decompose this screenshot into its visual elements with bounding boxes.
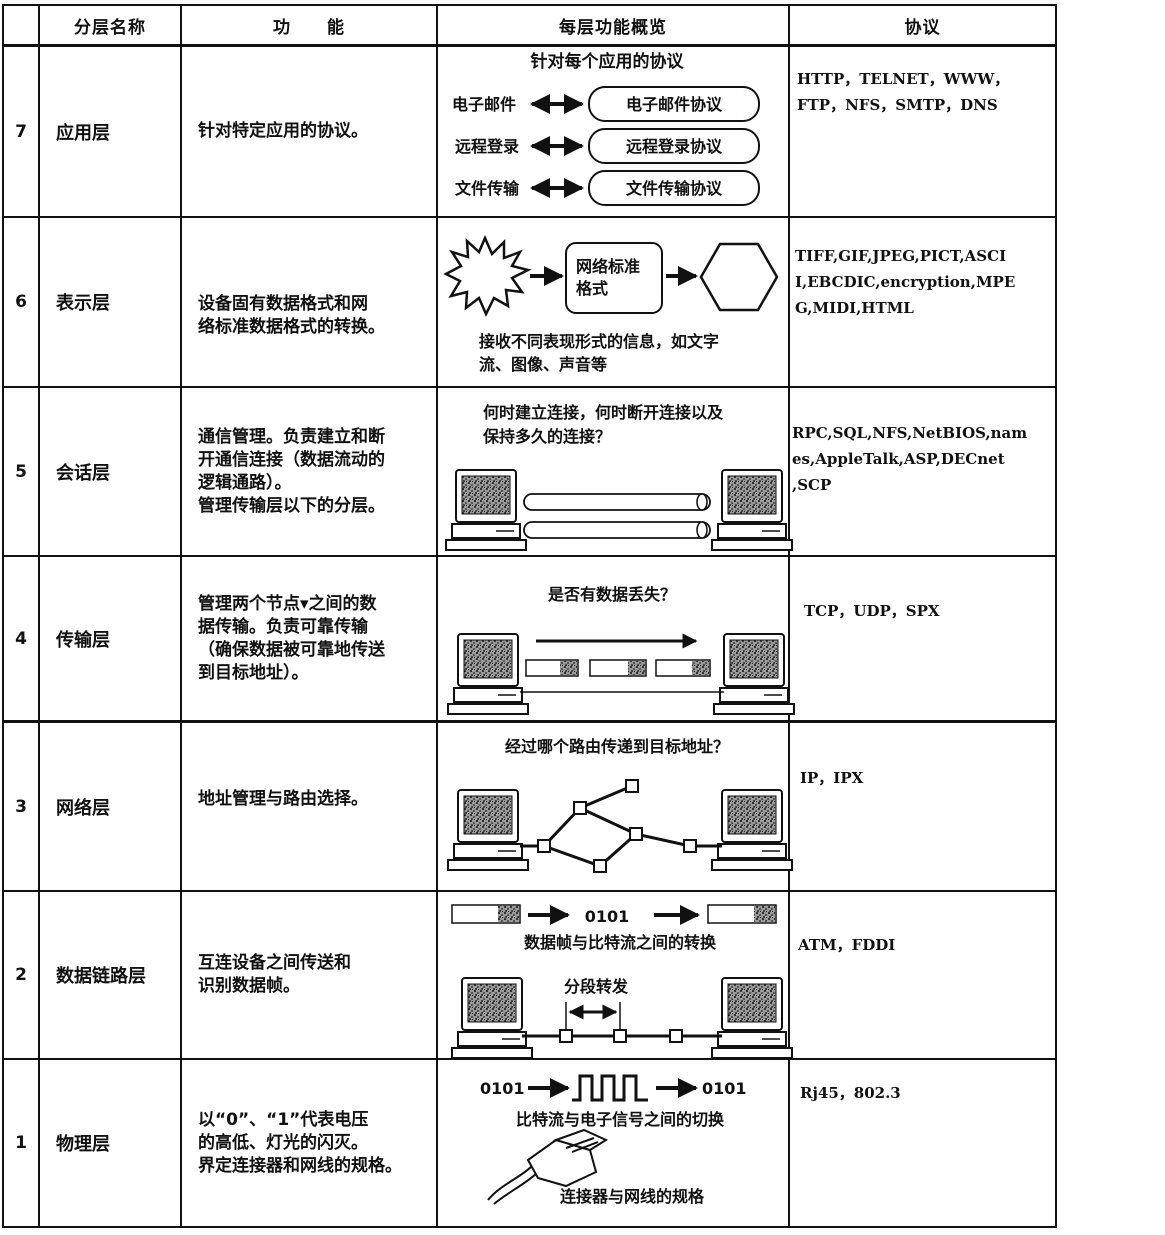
l1-caption: 比特流与电子信号之间的切换 — [516, 1110, 725, 1129]
l6-caption-line2: 流、图像、声音等 — [479, 355, 607, 374]
layer-number: 3 — [15, 796, 27, 817]
l7-right-label: 文件传输协议 — [626, 179, 723, 198]
layer-name: 物理层 — [56, 1134, 110, 1155]
packet-icon — [589, 659, 647, 677]
layer-function: 以“0”、“1”代表电压 的高低、灯光的闪灭。 界定连接器和网线的规格。 — [198, 1109, 402, 1176]
row-divider — [2, 890, 1057, 892]
layer-name: 网络层 — [56, 797, 110, 819]
l6-box-line1: 网络标准 — [576, 257, 640, 276]
pipe-icon — [523, 521, 711, 539]
header-layer-name: 分层名称 — [74, 17, 146, 38]
l6-box-line2: 格式 — [576, 279, 608, 298]
pipe-icon — [523, 493, 711, 511]
table-border-top — [2, 4, 1057, 6]
layer-name: 数据链路层 — [56, 966, 146, 987]
layer-function: 互连设备之间传送和 识别数据帧。 — [198, 953, 351, 996]
l7-caption: 针对每个应用的协议 — [531, 51, 685, 72]
link-node — [559, 1029, 683, 1043]
l7-right-label: 电子邮件协议 — [626, 95, 723, 114]
frame-icon — [707, 904, 777, 924]
l1-bits-left: 0101 — [480, 1079, 525, 1098]
header-protocol: 协议 — [904, 17, 941, 38]
row-divider — [2, 386, 1057, 388]
layer-number: 7 — [15, 121, 27, 142]
l5-caption-line2: 保持多久的连接？ — [482, 427, 611, 446]
computer-icon — [711, 789, 793, 871]
hexagon-icon — [699, 242, 779, 312]
l7-protocol-box — [588, 170, 760, 206]
layer-function: 设备固有数据格式和网 络标准数据格式的转换。 — [198, 294, 385, 337]
square-wave-icon — [572, 1074, 648, 1102]
header-overview: 每层功能概览 — [559, 17, 667, 38]
layer-number: 4 — [15, 628, 27, 649]
table-border-right — [1055, 4, 1057, 1228]
layer-protocols: TCP，UDP，SPX — [804, 602, 940, 620]
l4-caption: 是否有数据丢失？ — [547, 585, 676, 604]
layer-function: 针对特定应用的协议。 — [198, 121, 368, 141]
layer-number: 6 — [15, 292, 27, 312]
layer-protocols: Rj45，802.3 — [800, 1084, 901, 1102]
l5-caption-line1: 何时建立连接，何时断开连接以及 — [483, 403, 724, 422]
col-divider — [38, 4, 40, 1228]
packet-icon — [525, 659, 579, 677]
table-border-left — [2, 4, 4, 1228]
computer-icon — [445, 469, 527, 551]
header-divider — [2, 44, 1057, 47]
l6-caption-line1: 接收不同表现形式的信息，如文字 — [479, 332, 719, 351]
header-function: 功 能 — [273, 17, 345, 38]
row-divider — [2, 720, 1057, 723]
l3-caption: 经过哪个路由传递到目标地址？ — [505, 737, 729, 756]
l1-bits-right: 0101 — [702, 1079, 747, 1098]
col-divider — [180, 4, 182, 1228]
l2-bits: 0101 — [585, 907, 630, 926]
l7-left-label: 远程登录 — [455, 137, 519, 156]
layer-name: 传输层 — [56, 629, 110, 651]
layer-protocols: TIFF,GIF,JPEG,PICT,ASCI I,EBCDIC,encrypt… — [795, 247, 1016, 317]
col-divider — [788, 4, 790, 1228]
rj45-connector-icon — [487, 1128, 609, 1205]
layer-name: 会话层 — [56, 462, 110, 484]
layer-function: 通信管理。负责建立和断 开通信连接（数据流动的 逻辑通路）。 管理传输层以下的分… — [198, 426, 385, 516]
computer-icon — [711, 977, 793, 1059]
layer-protocols: ATM，FDDI — [798, 936, 896, 954]
table-border-bottom — [2, 1226, 1057, 1228]
l7-left-label: 文件传输 — [455, 179, 520, 198]
computer-icon — [711, 469, 793, 551]
l7-row-email: 电子邮件 电子邮件协议 — [452, 86, 760, 122]
layer-function: 管理两个节点▾之间的数 据传输。负责可靠传输 （确保数据被可靠地传送 到目标地址… — [198, 593, 385, 683]
frame-icon — [451, 904, 521, 924]
layer-protocols: RPC,SQL,NFS,NetBIOS,nam es,AppleTalk,ASP… — [792, 424, 1028, 494]
layer-number: 5 — [15, 461, 27, 482]
col-divider — [436, 4, 438, 1228]
row-divider — [2, 1058, 1057, 1060]
l7-right-label: 远程登录协议 — [626, 137, 723, 156]
layer-function: 地址管理与路由选择。 — [198, 789, 368, 809]
computer-icon — [447, 633, 529, 715]
l7-left-label: 电子邮件 — [452, 95, 516, 114]
layer-name: 应用层 — [56, 122, 110, 144]
l2-segment-label: 分段转发 — [564, 977, 629, 996]
layer-name: 表示层 — [56, 293, 110, 314]
computer-icon — [451, 977, 533, 1059]
l6-standard-format-box — [565, 242, 663, 314]
packet-icon — [655, 659, 711, 677]
l1-connector-caption: 连接器与网线的规格 — [560, 1187, 705, 1206]
l7-protocol-box — [588, 86, 760, 122]
layer-protocols: IP，IPX — [800, 769, 864, 787]
router-node — [537, 779, 697, 873]
computer-icon — [713, 633, 795, 715]
layer-number: 2 — [15, 965, 27, 985]
computer-icon — [447, 789, 529, 871]
layer-protocols: HTTP，TELNET，WWW， FTP，NFS，SMTP，DNS — [797, 70, 1010, 114]
route-network — [520, 784, 722, 868]
l7-row-file-transfer: 文件传输 文件传输协议 — [455, 170, 760, 206]
l7-row-remote-login: 远程登录 远程登录协议 — [455, 128, 760, 164]
l7-protocol-box — [588, 128, 760, 164]
layer-number: 1 — [15, 1133, 27, 1153]
row-divider — [2, 216, 1057, 218]
row-divider — [2, 555, 1057, 557]
l2-caption: 数据帧与比特流之间的转换 — [524, 933, 717, 952]
starburst-icon — [443, 234, 532, 317]
